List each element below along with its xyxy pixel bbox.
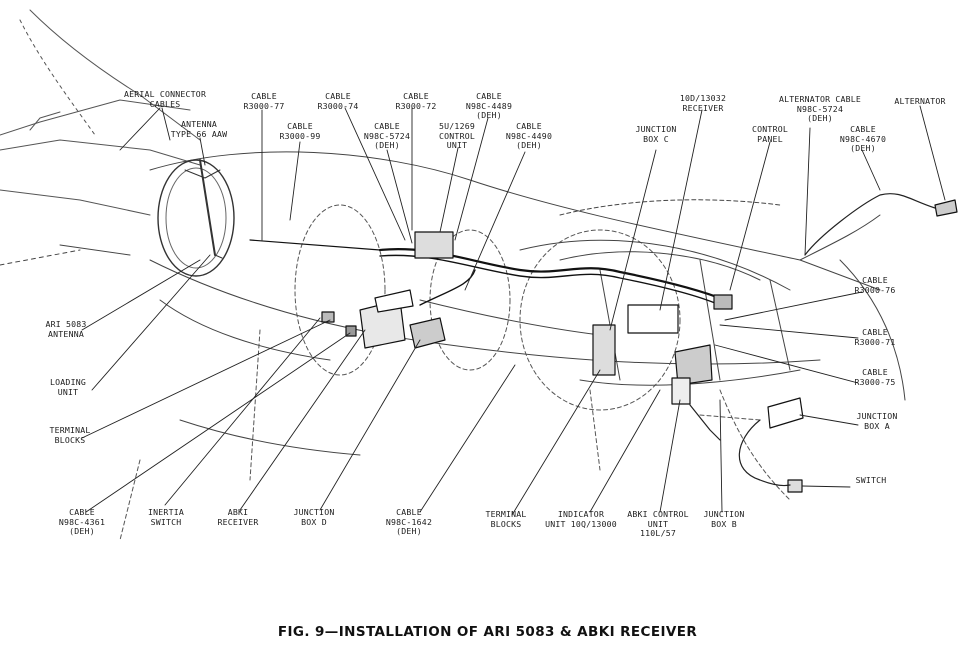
aux-cables <box>689 193 936 487</box>
label-abki-receiver: ABKI RECEIVER <box>217 507 259 527</box>
label-aerial-connector-cables: AERIAL CONNECTOR CABLES <box>124 89 207 109</box>
cable-loom <box>249 239 727 307</box>
label-cable-r3000-72: CABLE R3000-72 <box>395 91 437 111</box>
label-cable-n98c-4361: CABLE N98C-4361 (DEH) <box>58 507 106 537</box>
label-control-panel: CONTROL PANEL <box>752 124 788 144</box>
label-junction-box-d: JUNCTION BOX D <box>293 507 335 527</box>
label-cable-n98c-5724-left: CABLE N98C-5724 (DEH) <box>363 121 411 151</box>
label-cable-r3000-71: CABLE R3000-71 <box>854 327 896 347</box>
label-cable-n98c-4489: CABLE N98C-4489 (DEH) <box>465 91 513 121</box>
label-antenna-type: ANTENNA TYPE 66 AAW <box>170 119 228 139</box>
fuselage-outline <box>0 151 906 456</box>
figure-caption: FIG. 9—INSTALLATION OF ARI 5083 & ABKI R… <box>277 624 698 640</box>
label-ari-5083-antenna: ARI 5083 ANTENNA <box>45 319 87 339</box>
label-terminal-blocks-bottom: TERMINAL BLOCKS <box>485 509 527 529</box>
antenna-frame <box>157 159 235 277</box>
label-cable-n98c-1642: CABLE N98C-1642 (DEH) <box>385 507 433 537</box>
fuselage-frames <box>119 204 791 541</box>
label-cable-r3000-74: CABLE R3000-74 <box>317 91 359 111</box>
label-junction-box-a: JUNCTION BOX A <box>856 411 898 431</box>
label-cable-r3000-77: CABLE R3000-77 <box>243 91 285 111</box>
label-receiver-10d-13032: 10D/13032 RECEIVER <box>679 93 727 113</box>
label-inertia-switch: INERTIA SWITCH <box>148 507 184 527</box>
label-indicator-unit: INDICATOR UNIT 10Q/13000 <box>545 509 617 529</box>
label-alternator: ALTERNATOR <box>894 96 946 106</box>
leader-lines <box>81 105 946 516</box>
label-cable-n98c-4490: CABLE N98C-4490 (DEH) <box>505 121 553 151</box>
label-junction-box-b: JUNCTION BOX B <box>703 509 745 529</box>
label-loading-unit: LOADING UNIT <box>50 377 86 397</box>
label-cable-n98c-4670: CABLE N98C-4670 (DEH) <box>839 124 887 154</box>
label-terminal-blocks-left: TERMINAL BLOCKS <box>49 425 91 445</box>
label-junction-box-c: JUNCTION BOX C <box>635 124 677 144</box>
label-control-unit-5u1269: 5U/1269 CONTROL UNIT <box>439 121 475 151</box>
label-cable-r3000-99: CABLE R3000-99 <box>279 121 321 141</box>
equipment-boxes <box>321 199 958 493</box>
label-alternator-cable: ALTERNATOR CABLE N98C-5724 (DEH) <box>778 94 862 124</box>
aircraft-installation-drawing <box>0 9 958 541</box>
label-switch: SWITCH <box>855 475 887 485</box>
label-cable-r3000-76: CABLE R3000-76 <box>854 275 896 295</box>
label-abki-control-unit: ABKI CONTROL UNIT 110L/57 <box>627 509 689 539</box>
tailplane-outline <box>0 9 201 216</box>
label-cable-r3000-75: CABLE R3000-75 <box>854 367 896 387</box>
canopy-frames <box>519 239 801 386</box>
